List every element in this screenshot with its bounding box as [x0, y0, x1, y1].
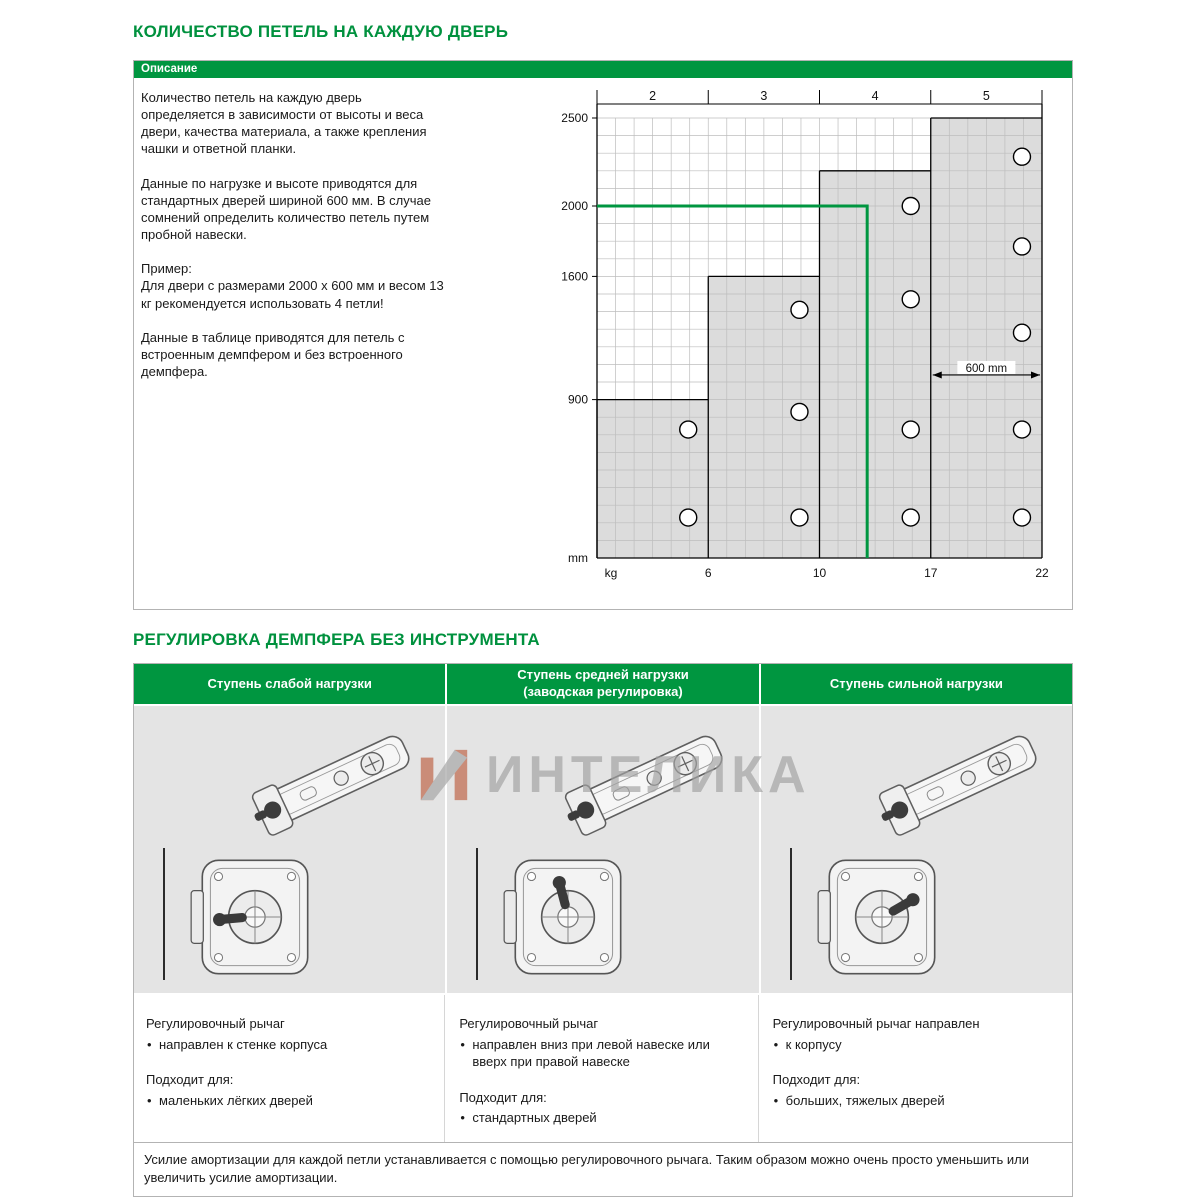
- panel-header: Описание: [134, 61, 1072, 78]
- hinge-arm-drawing: [244, 726, 416, 840]
- suits-item: больших, тяжелых дверей: [773, 1092, 1058, 1110]
- suits-list: больших, тяжелых дверей: [773, 1092, 1058, 1110]
- hinge-arm-drawing: [558, 726, 730, 840]
- svg-text:17: 17: [924, 566, 938, 580]
- suits-label: Подходит для:: [772, 1072, 861, 1088]
- svg-text:2000: 2000: [561, 199, 588, 213]
- suits-item: маленьких лёгких дверей: [146, 1092, 430, 1110]
- table-note: Усилие амортизации для каждой петли уста…: [134, 1142, 1072, 1196]
- svg-text:22: 22: [1035, 566, 1049, 580]
- svg-text:6: 6: [705, 566, 712, 580]
- svg-text:2500: 2500: [561, 111, 588, 125]
- svg-text:1600: 1600: [561, 269, 588, 283]
- chart-area: 2 3 4 5 900 1600 2000 2500 mm kg 6 10 17 22 600 mm: [456, 78, 1072, 609]
- illustration-cell-weak: [134, 706, 446, 993]
- lever-item: к корпусу: [773, 1036, 1058, 1054]
- suits-list: стандартных дверей: [459, 1109, 743, 1127]
- illustration-cell-strong: [760, 706, 1072, 993]
- description-text: Количество петель на каждую дверь опреде…: [134, 78, 456, 609]
- column-header-label: Ступень сильной нагрузки: [829, 675, 1003, 691]
- svg-text:kg: kg: [605, 566, 618, 580]
- adjustment-text-strong: Регулировочный рычаг направлен к корпусу…: [760, 995, 1072, 1142]
- description-panel: Описание Количество петель на каждую две…: [133, 60, 1073, 610]
- section-title-damper-adjust: РЕГУЛИРОВКА ДЕМПФЕРА БЕЗ ИНСТРУМЕНТА: [133, 630, 540, 649]
- svg-text:10: 10: [813, 566, 827, 580]
- lever-list: к корпусу: [773, 1036, 1058, 1054]
- svg-text:mm: mm: [568, 551, 588, 565]
- svg-text:5: 5: [983, 89, 990, 103]
- panel-body: Количество петель на каждую дверь опреде…: [134, 78, 1072, 609]
- adjustment-text-medium: Регулировочный рычаг направлен вниз при …: [447, 995, 759, 1142]
- description-paragraph-1: Количество петель на каждую дверь опреде…: [141, 90, 427, 157]
- svg-text:4: 4: [872, 89, 879, 103]
- suits-label: Подходит для:: [146, 1072, 234, 1088]
- damper-drawing-lever-right: [816, 859, 936, 975]
- description-paragraph-4: Данные в таблице приводятся для петель с…: [141, 329, 405, 380]
- cabinet-wall-line: [476, 848, 479, 980]
- adjustment-grid: Ступень слабой нагрузки Ступень средней …: [134, 664, 1072, 1142]
- lever-item: направлен к стенке корпуса: [146, 1036, 430, 1054]
- column-header-label: Ступень средней нагрузки (заводская регу…: [517, 667, 689, 699]
- illustration-cell-medium: [447, 706, 759, 993]
- lever-item: направлен вниз при левой навеске или вве…: [459, 1036, 743, 1071]
- damper-drawing-lever-up: [503, 859, 622, 975]
- lever-list: направлен вниз при левой навеске или вве…: [459, 1036, 743, 1071]
- hinge-arm-drawing: [871, 726, 1043, 840]
- lever-list: направлен к стенке корпуса: [146, 1036, 430, 1054]
- hinge-count-chart: 2 3 4 5 900 1600 2000 2500 mm kg 6 10 17 22 600 mm: [561, 89, 1049, 580]
- cabinet-wall-line: [163, 848, 165, 980]
- svg-text:900: 900: [568, 393, 588, 407]
- column-header-weak-load: Ступень слабой нагрузки: [134, 664, 446, 704]
- damper-drawing-lever-left: [190, 859, 309, 975]
- description-paragraph-2: Данные по нагрузке и высоте приводятся д…: [141, 175, 431, 243]
- cabinet-wall-line: [789, 848, 792, 980]
- svg-text:600 mm: 600 mm: [966, 363, 1008, 375]
- lever-label: Регулировочный рычаг направлен: [772, 1016, 980, 1031]
- suits-item: стандартных дверей: [459, 1109, 743, 1127]
- damper-adjustment-table: Ступень слабой нагрузки Ступень средней …: [133, 663, 1073, 1198]
- column-header-medium-load: Ступень средней нагрузки (заводская регу…: [447, 664, 759, 704]
- description-paragraph-3: Пример: Для двери с размерами 2000 x 600…: [141, 261, 444, 311]
- svg-text:3: 3: [760, 89, 767, 103]
- adjustment-text-weak: Регулировочный рычаг направлен к стенке …: [134, 995, 446, 1142]
- column-header-strong-load: Ступень сильной нагрузки: [760, 664, 1072, 704]
- section-title-hinge-count: КОЛИЧЕСТВО ПЕТЕЛЬ НА КАЖДУЮ ДВЕРЬ: [133, 22, 509, 41]
- column-header-label: Ступень слабой нагрузки: [207, 675, 372, 691]
- suits-list: маленьких лёгких дверей: [146, 1092, 430, 1110]
- lever-label: Регулировочный рычаг: [459, 1016, 599, 1031]
- svg-text:2: 2: [649, 89, 656, 103]
- lever-label: Регулировочный рычаг: [146, 1016, 285, 1031]
- suits-label: Подходит для:: [459, 1089, 547, 1105]
